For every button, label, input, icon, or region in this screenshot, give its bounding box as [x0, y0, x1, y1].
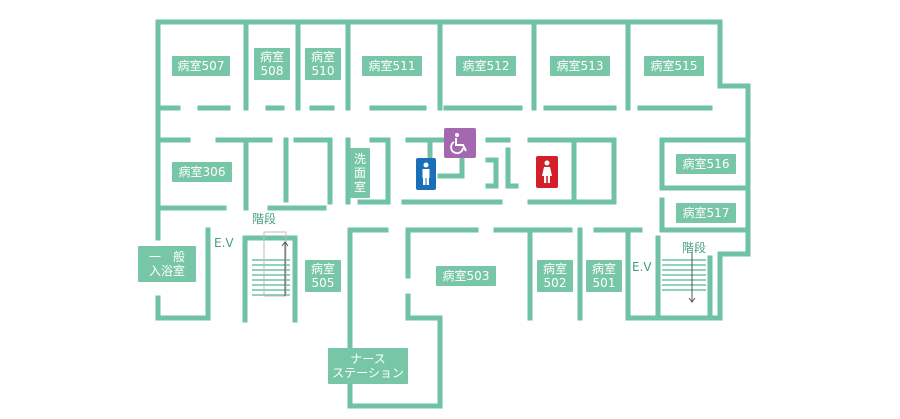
general-bath-line1: 一 般	[148, 250, 185, 264]
room-510-label-line2: 510	[311, 64, 335, 78]
nurse-station-label: ナース ステーション	[328, 348, 408, 384]
room-505-label-line2: 505	[311, 276, 335, 290]
general-bath-label: 一 般 入浴室	[138, 246, 196, 282]
room-508-label-line1: 病室	[259, 50, 284, 64]
room-507-label: 病室507	[172, 56, 230, 76]
washroom-char2: 面	[353, 166, 366, 180]
room-501-label-line1: 病室	[591, 262, 616, 276]
elevator-right-label: E.V	[632, 260, 652, 274]
room-502-label: 病室 502	[537, 260, 573, 292]
wheelchair-icon	[444, 128, 476, 158]
room-501-label-line2: 501	[592, 276, 616, 290]
room-502-label-line1: 病室	[542, 262, 567, 276]
room-505-label-line1: 病室	[310, 262, 335, 276]
room-512-label: 病室512	[456, 56, 516, 76]
room-501-label: 病室 501	[586, 260, 622, 292]
washroom-label: 洗 面 室	[350, 148, 370, 198]
elevator-left-label: E.V	[214, 236, 234, 250]
nurse-station-line1: ナース	[350, 352, 386, 366]
room-505-label: 病室 505	[305, 260, 341, 292]
room-517-label: 病室517	[676, 203, 736, 223]
stairs-right-graphic	[662, 252, 706, 303]
room-513-label: 病室513	[550, 56, 610, 76]
room-508-label: 病室 508	[254, 48, 290, 80]
washroom-char3: 室	[353, 180, 366, 194]
room-510-label-line1: 病室	[310, 50, 335, 64]
room-508-label-line2: 508	[260, 64, 284, 78]
room-510-label: 病室 510	[305, 48, 341, 80]
washroom-char1: 洗	[353, 152, 366, 166]
room-306-label: 病室306	[172, 162, 232, 182]
nurse-station-line2: ステーション	[332, 366, 404, 380]
male-restroom-icon	[416, 158, 436, 190]
room-511-label: 病室511	[362, 56, 422, 76]
general-bath-line2: 入浴室	[148, 264, 185, 278]
room-503-label: 病室503	[436, 266, 496, 286]
female-restroom-icon	[536, 156, 558, 188]
walls	[155, 19, 751, 409]
room-502-label-line2: 502	[543, 276, 567, 290]
room-516-label: 病室516	[676, 154, 736, 174]
room-515-label: 病室515	[644, 56, 704, 76]
stairs-left-label: 階段	[252, 212, 277, 226]
stairs-left-graphic	[252, 231, 290, 297]
stairs-right-label: 階段	[682, 241, 707, 255]
